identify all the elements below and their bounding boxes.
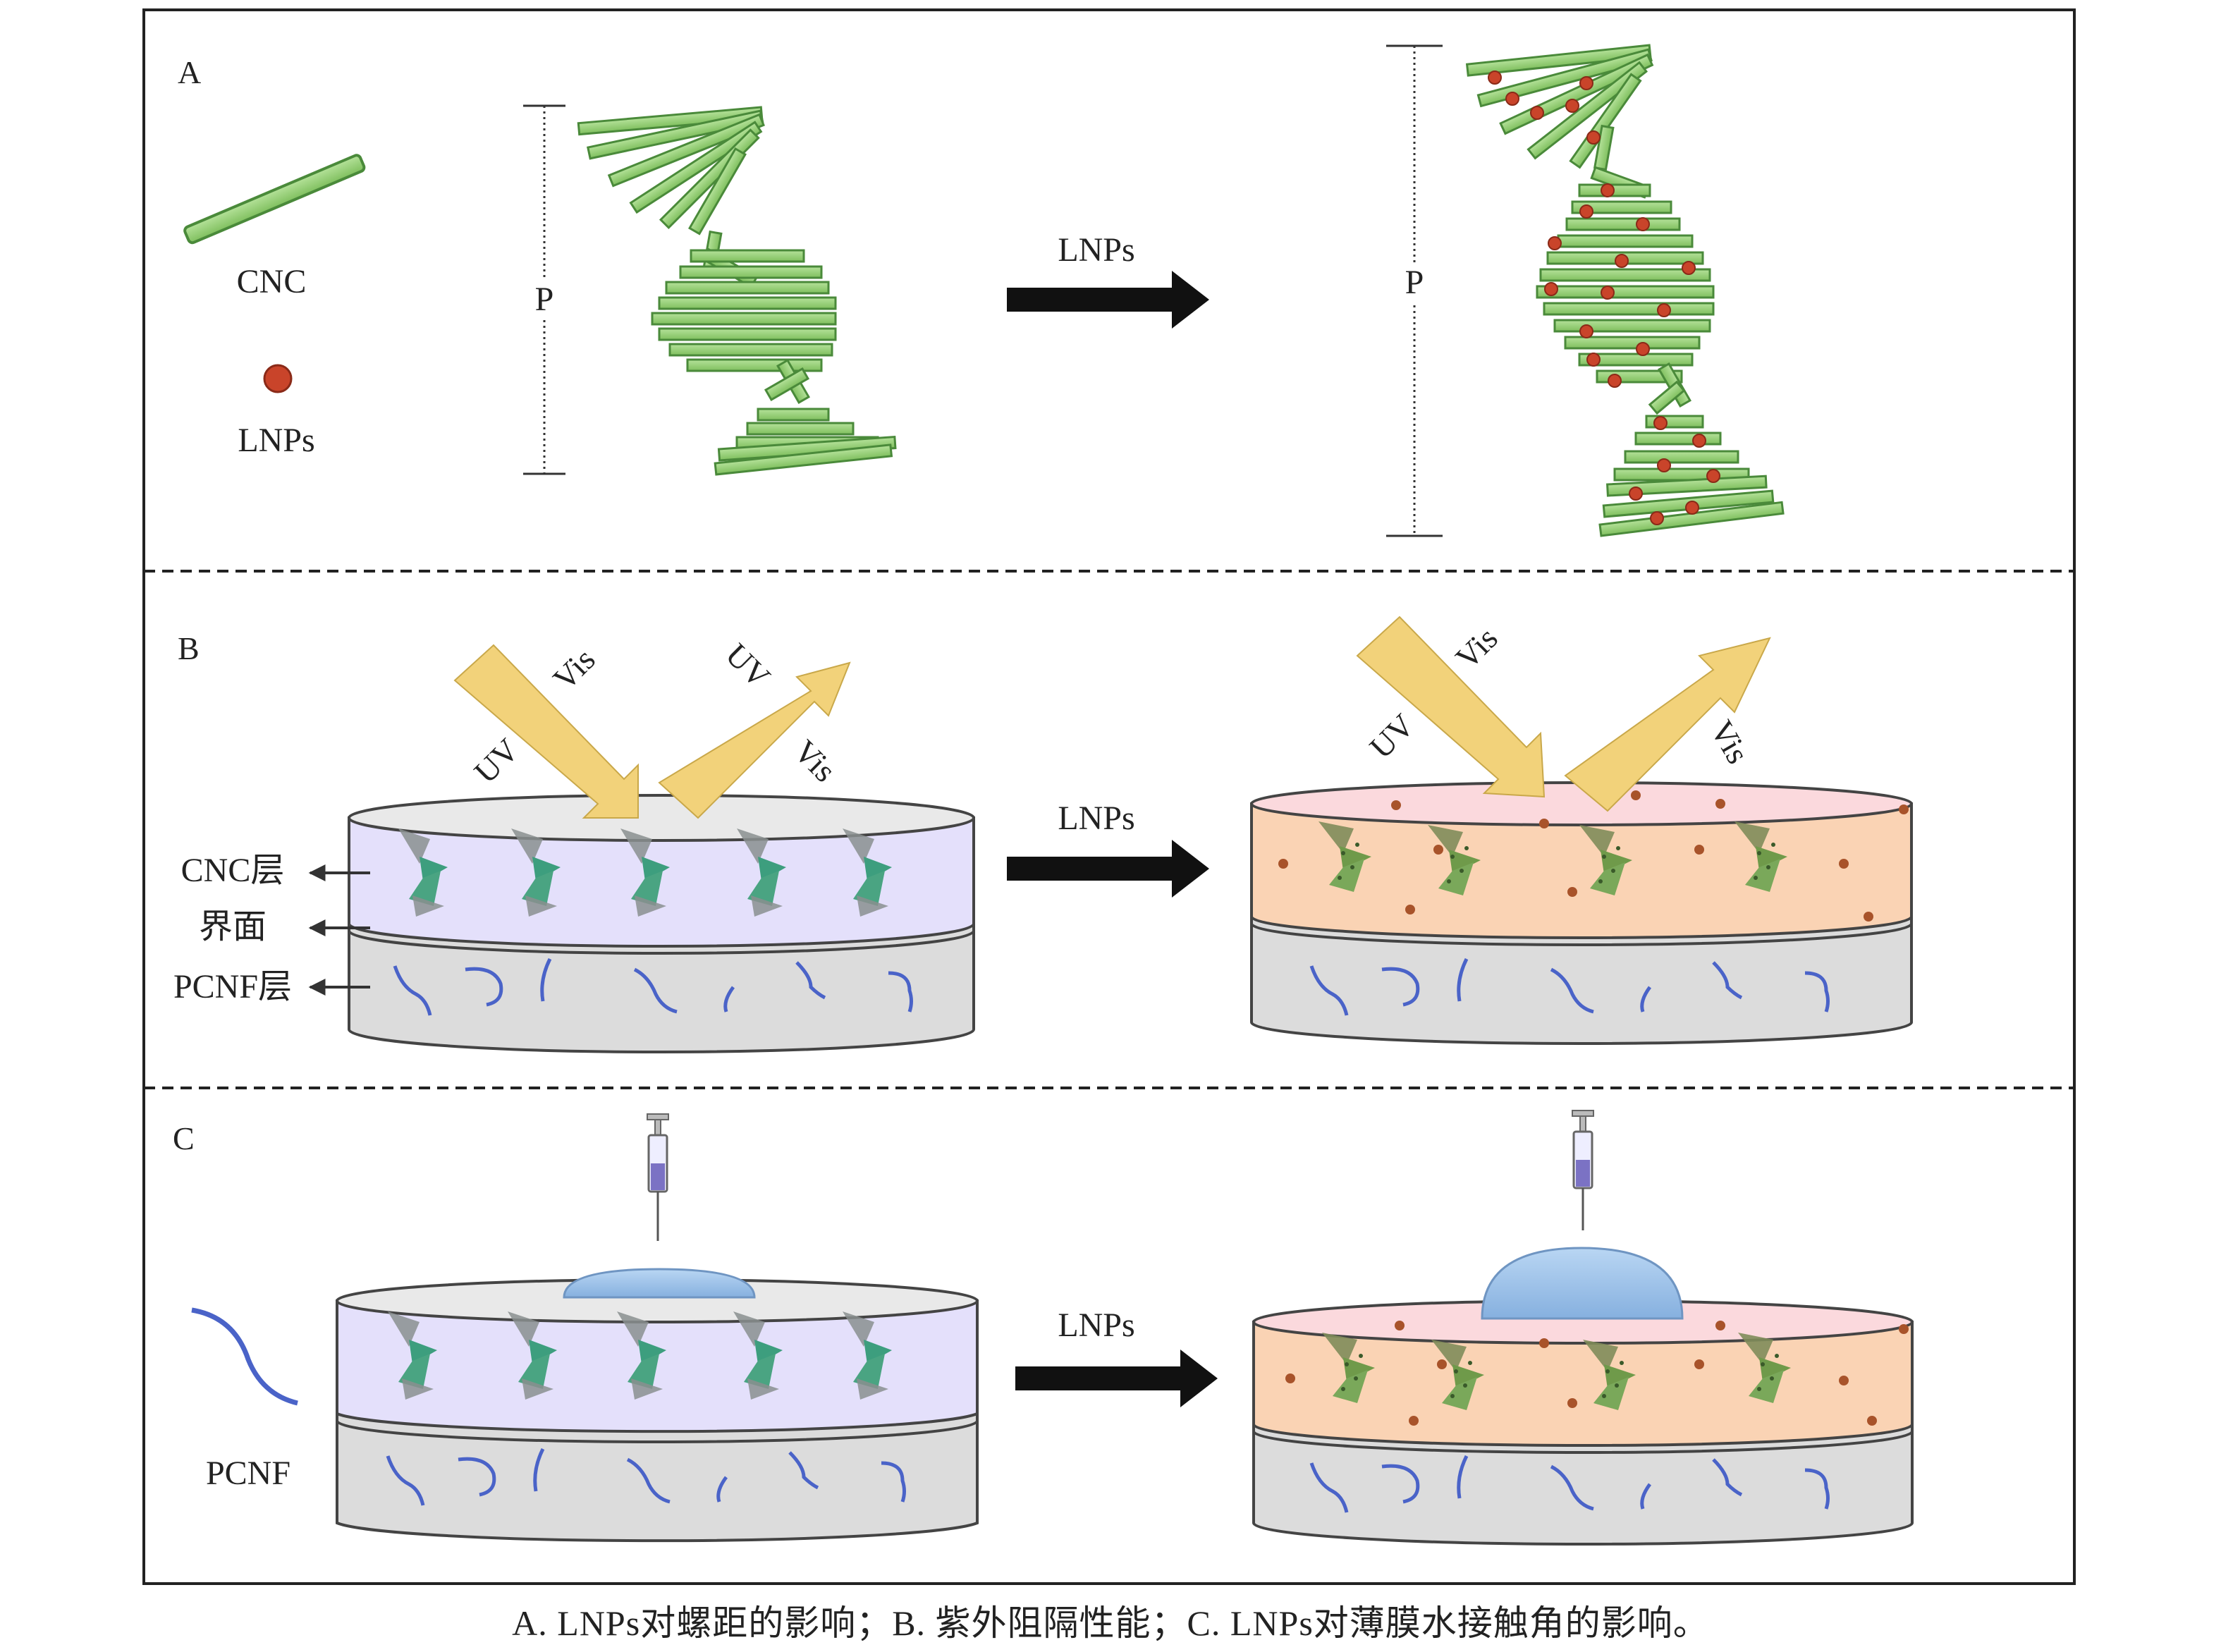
figure-frame — [142, 8, 2076, 1585]
reaction-arrow-a-icon — [1007, 271, 1209, 329]
uv-out-label-left: UV — [718, 637, 777, 695]
water-droplet-left — [563, 1268, 756, 1299]
incident-light-arrow-b-left-icon — [453, 644, 639, 819]
pitch-bracket-right — [1386, 44, 1443, 537]
film-stack-c-right — [1252, 1247, 1914, 1546]
uv-in-label-left: UV — [467, 732, 526, 790]
panel-b: B UV Vis UV Vis CNC层 界面 PCNF层 LNPs — [173, 616, 1913, 1053]
arrow-a-label: LNPs — [1058, 231, 1134, 269]
pitch-label-right: P — [1405, 264, 1424, 301]
water-droplet-right — [1481, 1247, 1684, 1320]
panel-a: A CNC LNPs P — [178, 44, 1785, 537]
lnp-dots-b-right — [1278, 790, 1909, 922]
cnc-helix-left — [577, 106, 897, 476]
cnc-lnp-helix-right — [1465, 44, 1785, 537]
lnp-particle-legend-icon — [263, 364, 293, 393]
lnp-dots-c-right — [1285, 1321, 1909, 1426]
panel-c-letter: C — [173, 1120, 195, 1156]
vis-out-label-right: Vis — [1703, 714, 1756, 769]
film-stack-b-right — [1250, 781, 1913, 1045]
cnc-rod-legend-icon — [183, 154, 366, 245]
reaction-arrow-c-icon — [1015, 1350, 1218, 1407]
incident-light-arrow-b-right-icon — [1356, 616, 1546, 798]
film-stack-c-left — [336, 1268, 979, 1543]
legend-lnps-label: LNPs — [238, 422, 314, 459]
figure-caption: A. LNPs对螺距的影响；B. 紫外阻隔性能；C. LNPs对薄膜水接触角的影… — [512, 1603, 1709, 1643]
arrow-c-label: LNPs — [1058, 1307, 1134, 1344]
legend-cnc-label: CNC — [237, 263, 307, 300]
panel-c: C PCNF LNPs — [173, 1110, 1914, 1546]
arrow-b-label: LNPs — [1058, 800, 1134, 837]
reflected-light-arrow-b-left-icon — [658, 661, 851, 819]
pitch-bracket-left — [523, 104, 565, 475]
pitch-label-left: P — [535, 281, 554, 318]
syringe-right-icon — [1572, 1110, 1594, 1230]
legend-pcnf-label: PCNF — [206, 1455, 290, 1492]
panel-b-letter: B — [178, 630, 200, 666]
layer-interface-label: 界面 — [199, 908, 267, 946]
pcnf-fiber-legend-icon — [191, 1307, 298, 1406]
film-stack-b-left — [348, 794, 975, 1053]
uv-in-label-right: UV — [1363, 707, 1421, 766]
layer-pcnf-label: PCNF层 — [173, 968, 292, 1005]
vis-out-label-left: Vis — [787, 733, 843, 788]
lnp-particles-helix — [1488, 71, 1720, 525]
vis-in-label-left: Vis — [546, 641, 601, 697]
reaction-arrow-b-icon — [1007, 840, 1209, 898]
syringe-left-icon — [647, 1113, 669, 1241]
vis-in-label-right: Vis — [1448, 620, 1504, 675]
panel-a-letter: A — [178, 54, 201, 90]
layer-cnc-label: CNC层 — [181, 852, 285, 889]
reflected-light-arrow-b-right-icon — [1564, 637, 1771, 812]
